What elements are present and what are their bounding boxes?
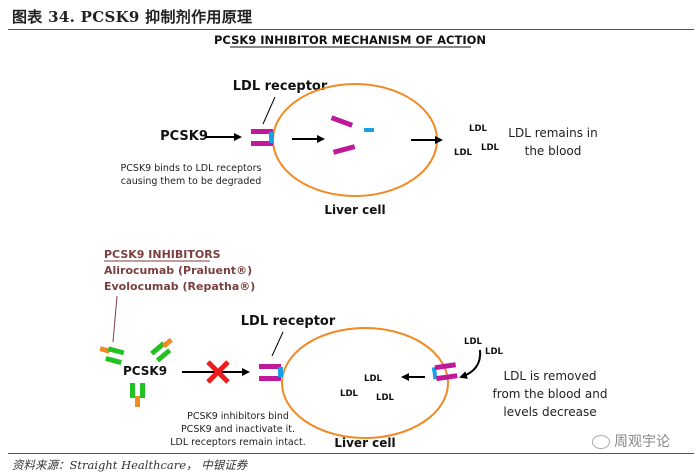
inhibitors-pointer xyxy=(112,295,118,343)
bottom-ldl-inside-1: LDL xyxy=(364,374,382,384)
bottom-divider xyxy=(8,453,694,454)
top-pcsk9-label: PCSK9 xyxy=(160,129,208,144)
top-ldl-3: LDL xyxy=(481,143,499,153)
top-caption-line2: causing them to be degraded xyxy=(121,176,262,187)
ldl-binding-arrow xyxy=(459,349,482,379)
block-x-icon xyxy=(206,360,230,384)
source-note: 资料来源：Straight Healthcare， 中银证券 xyxy=(12,458,248,472)
top-caption-line1: PCSK9 binds to LDL receptors xyxy=(121,163,262,174)
drug-alirocumab: Alirocumab (Praluent®) xyxy=(104,264,252,277)
bottom-liver-cell xyxy=(281,327,449,439)
bottom-caption-line1: PCSK9 inhibitors bind xyxy=(187,411,289,422)
bottom-caption-line3: LDL receptors remain intact. xyxy=(170,437,305,448)
top-cell-label: Liver cell xyxy=(324,203,385,217)
watermark: 周观宇论 xyxy=(592,431,670,451)
bottom-receptor-pointer xyxy=(271,331,284,357)
top-ldl-1: LDL xyxy=(469,124,487,134)
figure-title: 图表 34. PCSK9 抑制剂作用原理 xyxy=(12,8,253,26)
bottom-panel: PCSK9 INHIBITORS Alirocumab (Praluent®) … xyxy=(99,248,608,450)
top-divider xyxy=(8,29,694,30)
antibody-left-icon xyxy=(99,346,125,365)
top-panel: PCSK9 LDL receptor PCSK9 binds to LDL re… xyxy=(121,79,598,217)
bottom-ldl-receptor-left-icon xyxy=(259,364,283,381)
bottom-ldl-receptor-right-icon xyxy=(431,362,458,382)
drug-evolocumab: Evolocumab (Repatha®) xyxy=(104,280,255,293)
wechat-icon xyxy=(592,435,610,449)
top-outcome-line2: the blood xyxy=(525,144,582,158)
bottom-caption-line2: PCSK9 and inactivate it. xyxy=(181,424,295,435)
watermark-text: 周观宇论 xyxy=(614,434,670,450)
bottom-pcsk9-label: PCSK9 xyxy=(123,364,167,378)
top-receptor-label: LDL receptor xyxy=(233,79,328,94)
top-ldl-2: LDL xyxy=(454,148,472,158)
bottom-outcome-line1: LDL is removed xyxy=(503,369,596,383)
bottom-outcome-line2: from the blood and xyxy=(493,387,608,401)
top-ldl-receptor-icon xyxy=(251,129,274,146)
bottom-ldl-outside-2: LDL xyxy=(485,347,503,357)
antibody-bottom-icon xyxy=(130,383,145,407)
bottom-receptor-label: LDL receptor xyxy=(241,314,336,329)
bottom-ldl-inside-2: LDL xyxy=(340,389,358,399)
bottom-ldl-outside-1: LDL xyxy=(464,337,482,347)
diagram-heading: PCSK9 INHIBITOR MECHANISM OF ACTION xyxy=(214,33,486,47)
degraded-receptor-fragments-icon xyxy=(330,115,374,155)
bottom-outcome-line3: levels decrease xyxy=(503,405,596,419)
top-receptor-pointer xyxy=(262,96,276,125)
top-outcome-line1: LDL remains in xyxy=(508,126,597,140)
bottom-cell-label: Liver cell xyxy=(334,436,395,450)
bottom-ldl-inside-3: LDL xyxy=(376,393,394,403)
inhibitors-heading: PCSK9 INHIBITORS xyxy=(104,248,221,261)
antibody-right-icon xyxy=(150,337,173,363)
